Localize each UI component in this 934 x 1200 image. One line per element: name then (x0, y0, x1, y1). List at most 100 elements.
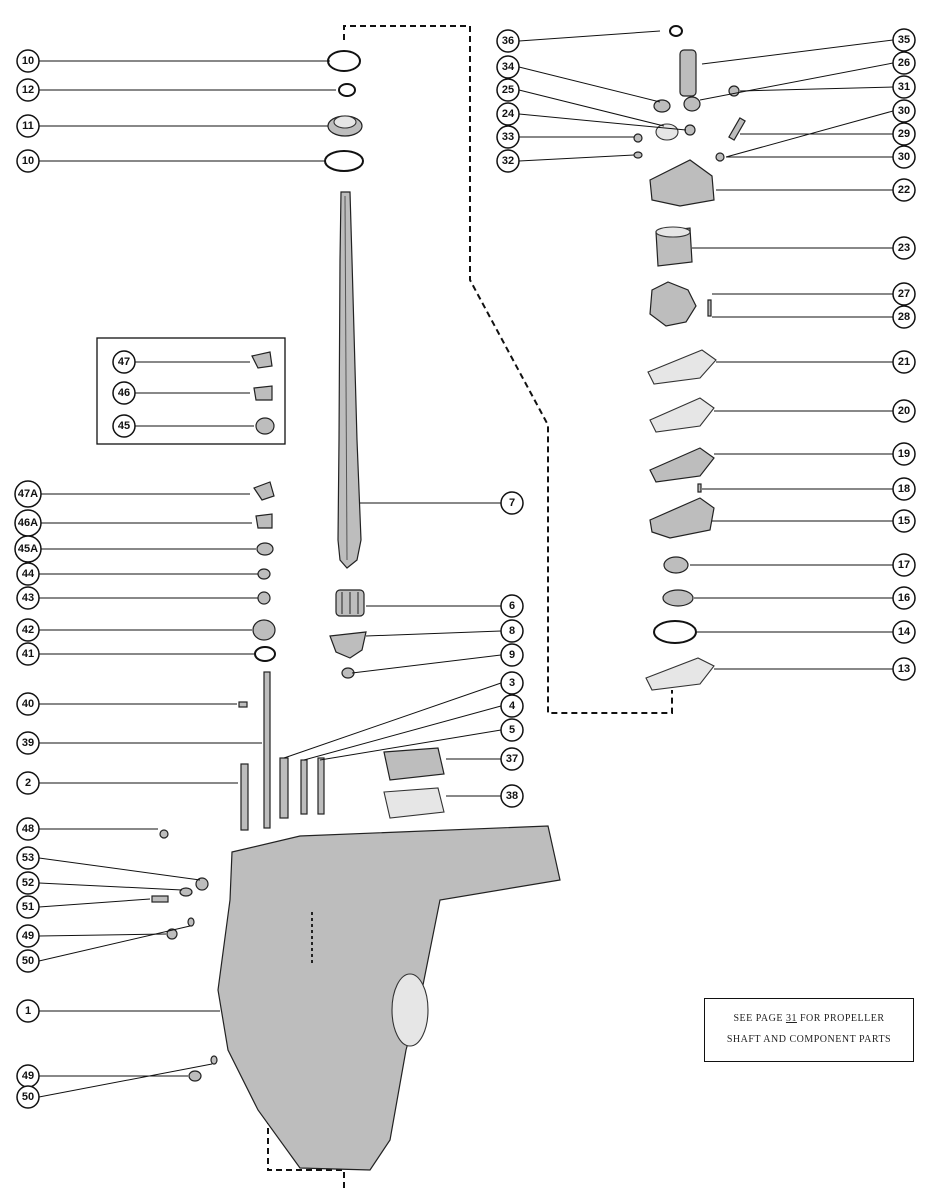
water-tube-dashed-route (343, 25, 673, 714)
callout-41: 41 (16, 642, 40, 666)
callout-9: 9 (500, 643, 524, 667)
callout-1: 1 (16, 999, 40, 1023)
callout-circle (892, 75, 916, 99)
part-50-b (210, 1055, 218, 1065)
callout-number: 48 (22, 823, 34, 835)
callout-circle (892, 657, 916, 681)
part-stud-39 (263, 671, 271, 829)
callout-number: 45 (118, 420, 130, 432)
part-o-ring-10-bottom (324, 150, 364, 172)
part-seal-17 (663, 556, 689, 574)
part-o-ring-14 (653, 620, 697, 644)
callout-circle (892, 509, 916, 533)
callout-number: 1 (25, 1005, 31, 1017)
callout-33: 33 (496, 125, 520, 149)
callout-number: 4 (509, 700, 516, 712)
leader-line-50 (38, 925, 191, 962)
part-insert-23 (655, 226, 693, 267)
callout-circle (892, 122, 916, 146)
callout-circle (892, 282, 916, 306)
part-tube-35 (679, 49, 697, 97)
callout-20: 20 (892, 399, 916, 423)
callout-number: 23 (898, 242, 910, 254)
callout-37: 37 (500, 747, 524, 771)
callout-number: 53 (22, 852, 34, 864)
leader-line-31 (739, 86, 894, 92)
callout-5: 5 (500, 718, 524, 742)
callout-44: 44 (16, 562, 40, 586)
part-stud-3 (279, 757, 289, 819)
callout-number: 25 (502, 84, 514, 96)
callout-number: 31 (898, 81, 910, 93)
callout-51: 51 (16, 895, 40, 919)
callout-number: 36 (502, 35, 514, 47)
callout-number: 49 (22, 1070, 34, 1082)
callout-15: 15 (892, 509, 916, 533)
callout-28: 28 (892, 305, 916, 329)
callout-circle (112, 350, 136, 374)
callout-circle (892, 51, 916, 75)
callout-48: 48 (16, 817, 40, 841)
note-line-2: SHAFT AND COMPONENT PARTS (726, 1034, 892, 1045)
callout-16: 16 (892, 586, 916, 610)
callout-number: 52 (22, 877, 34, 889)
callout-25: 25 (496, 78, 520, 102)
callout-35: 35 (892, 28, 916, 52)
callout-30: 30 (892, 99, 916, 123)
callout-number: 47 (118, 356, 130, 368)
callout-38: 38 (500, 784, 524, 808)
callout-number: 9 (509, 649, 515, 661)
callout-number: 13 (898, 663, 910, 675)
part-pin-18 (697, 483, 702, 493)
part-30 (715, 152, 725, 162)
callout-number: 43 (22, 592, 34, 604)
part-47A (253, 481, 275, 501)
callout-circle (500, 643, 524, 667)
note-prefix: SEE PAGE (733, 1013, 786, 1024)
leader-line-4 (303, 705, 502, 761)
part-41 (254, 646, 276, 662)
callout-labels: 1012111047464547A46A45A44434241403924853… (14, 28, 916, 1109)
part-49-b (188, 1070, 202, 1082)
callout-circle (16, 642, 40, 666)
callout-circle (892, 620, 916, 644)
leader-line-3 (283, 682, 502, 759)
part-48 (159, 829, 169, 839)
part-pump-housing-22 (649, 159, 715, 207)
callout-number: 33 (502, 131, 514, 143)
callout-8: 8 (500, 619, 524, 643)
part-impeller-27 (649, 281, 697, 327)
part-44 (257, 568, 271, 580)
part-26 (683, 96, 701, 112)
callout-31: 31 (892, 75, 916, 99)
callout-24: 24 (496, 102, 520, 126)
part-25 (655, 123, 679, 141)
part-gasket-38 (383, 787, 445, 819)
callout-circle (16, 771, 40, 795)
part-o-ring-10-top (327, 50, 361, 72)
callout-number: 30 (898, 151, 910, 163)
part-pin-5 (317, 757, 325, 815)
callout-number: 45A (18, 543, 38, 555)
callout-number: 41 (22, 648, 34, 660)
leader-line-9 (351, 654, 502, 674)
callout-number: 8 (509, 625, 515, 637)
callout-number: 28 (898, 311, 910, 323)
callout-11: 11 (16, 114, 40, 138)
note-suffix: FOR PROPELLER (796, 1013, 885, 1024)
part-base-15 (649, 497, 715, 539)
part-53 (195, 877, 209, 891)
part-seal-37 (383, 747, 445, 781)
callout-number: 46 (118, 387, 130, 399)
callout-circle (892, 236, 916, 260)
part-gasket-19 (649, 447, 715, 483)
callout-45: 45 (112, 414, 136, 438)
part-24 (684, 124, 696, 136)
callout-49: 49 (16, 1064, 40, 1088)
callout-47: 47 (112, 350, 136, 374)
callout-circle (16, 731, 40, 755)
callout-circle (112, 414, 136, 438)
callout-3: 3 (500, 671, 524, 695)
part-51 (151, 895, 169, 903)
